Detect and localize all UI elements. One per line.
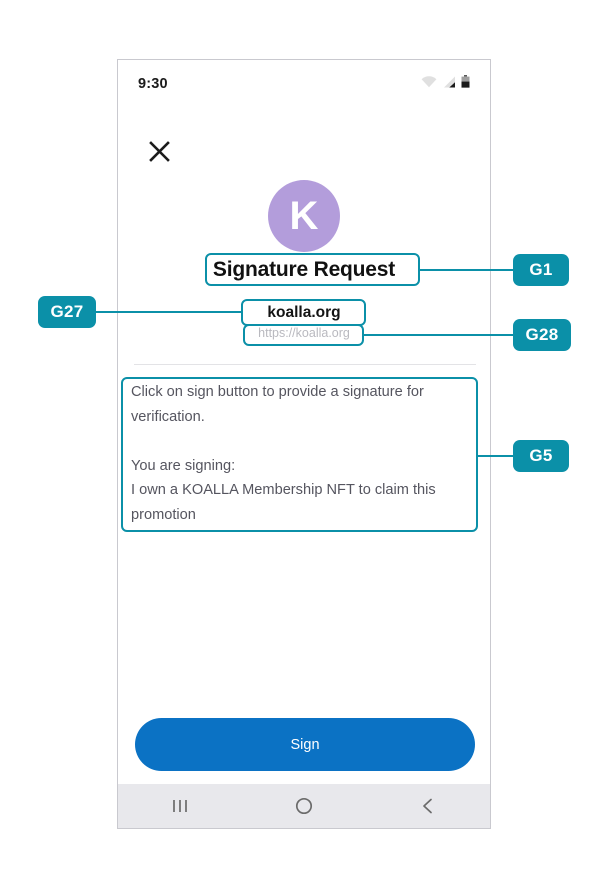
home-icon[interactable] — [274, 784, 334, 828]
status-bar-time: 9:30 — [138, 76, 168, 92]
battery-icon — [461, 75, 470, 93]
annotation-badge-g27: G27 — [38, 296, 96, 328]
message-body: Click on sign button to provide a signat… — [131, 384, 436, 523]
annotation-badge-g28: G28 — [513, 319, 571, 351]
annotation-badge-g5: G5 — [513, 440, 569, 472]
annotation-badge-g1: G1 — [513, 254, 569, 286]
recents-icon[interactable] — [150, 784, 210, 828]
divider — [134, 364, 476, 365]
signal-icon — [442, 75, 456, 93]
avatar: K — [268, 180, 340, 252]
wifi-icon — [421, 75, 437, 93]
site-url: https://koalla.org — [258, 326, 350, 340]
avatar-letter: K — [289, 194, 319, 238]
site-name: koalla.org — [267, 304, 341, 321]
sign-button[interactable]: Sign — [135, 718, 475, 771]
close-icon[interactable] — [144, 136, 174, 166]
status-bar-icons — [421, 75, 470, 93]
page-title: Signature Request — [212, 258, 396, 281]
back-icon[interactable] — [398, 784, 458, 828]
android-nav-bar — [118, 784, 490, 828]
status-bar: 9:30 — [118, 60, 490, 108]
phone-frame: 9:30 — [117, 59, 491, 829]
